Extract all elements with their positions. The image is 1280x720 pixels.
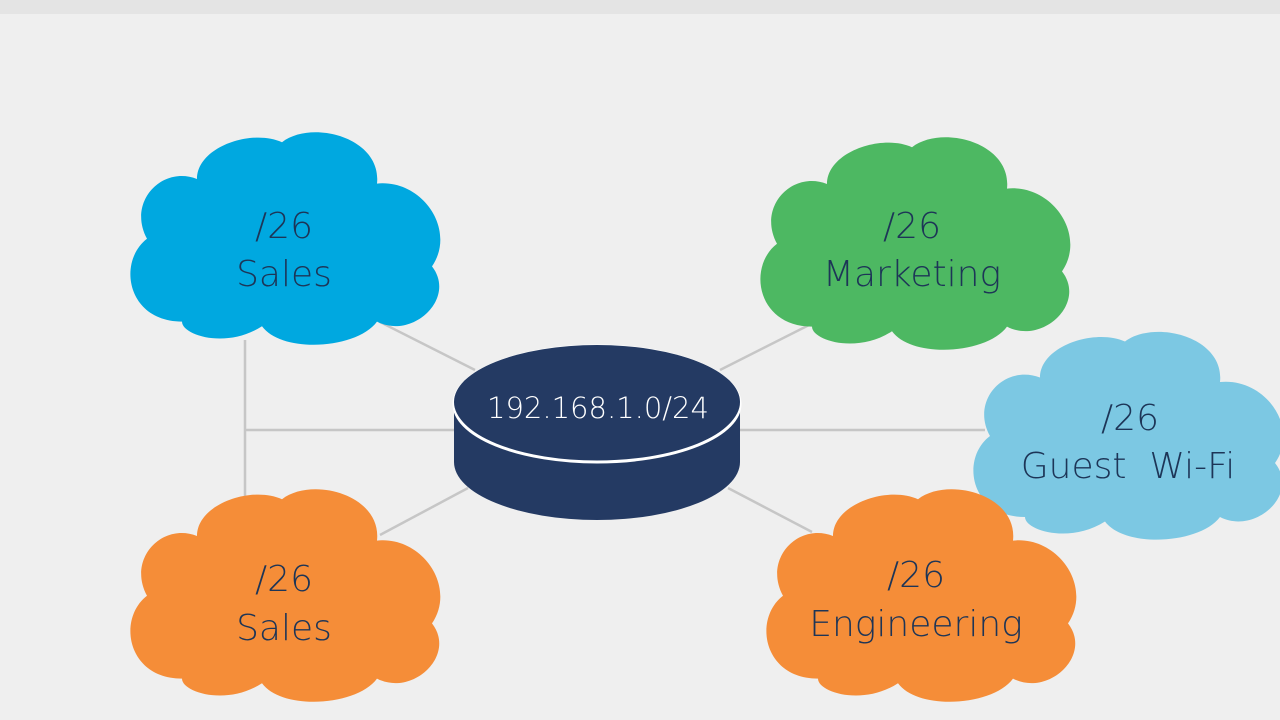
router: 192.168.1.0/24 [452, 344, 742, 520]
router-top [454, 345, 740, 459]
link-sales-bottom-to-router [379, 486, 469, 537]
cloud-marketing-prefix: /26 [883, 206, 941, 247]
router-label: 192.168.1.0/24 [487, 391, 709, 425]
cloud-sales-top-prefix: /26 [255, 206, 313, 247]
cloud-marketing-name: Marketing [823, 254, 1001, 295]
cloud-engineering-name: Engineering [809, 604, 1023, 645]
cloud-guest-wifi-name: Guest Wi-Fi [1021, 446, 1236, 487]
cloud-engineering-prefix: /26 [887, 555, 945, 596]
link-sales-top-to-router [379, 320, 476, 372]
cloud-sales-top-name: Sales [236, 254, 332, 295]
links [243, 320, 985, 537]
cloud-sales-bottom-prefix: /26 [255, 559, 313, 600]
cloud-labels: /26 Sales /26 Marketing /26 Guest Wi-Fi … [236, 206, 1235, 649]
top-strip [0, 0, 1280, 14]
cloud-sales-bottom-name: Sales [236, 608, 332, 649]
link-engineering-to-router [727, 486, 813, 534]
link-marketing-to-router [719, 320, 816, 372]
cloud-guest-wifi-prefix: /26 [1101, 398, 1159, 439]
